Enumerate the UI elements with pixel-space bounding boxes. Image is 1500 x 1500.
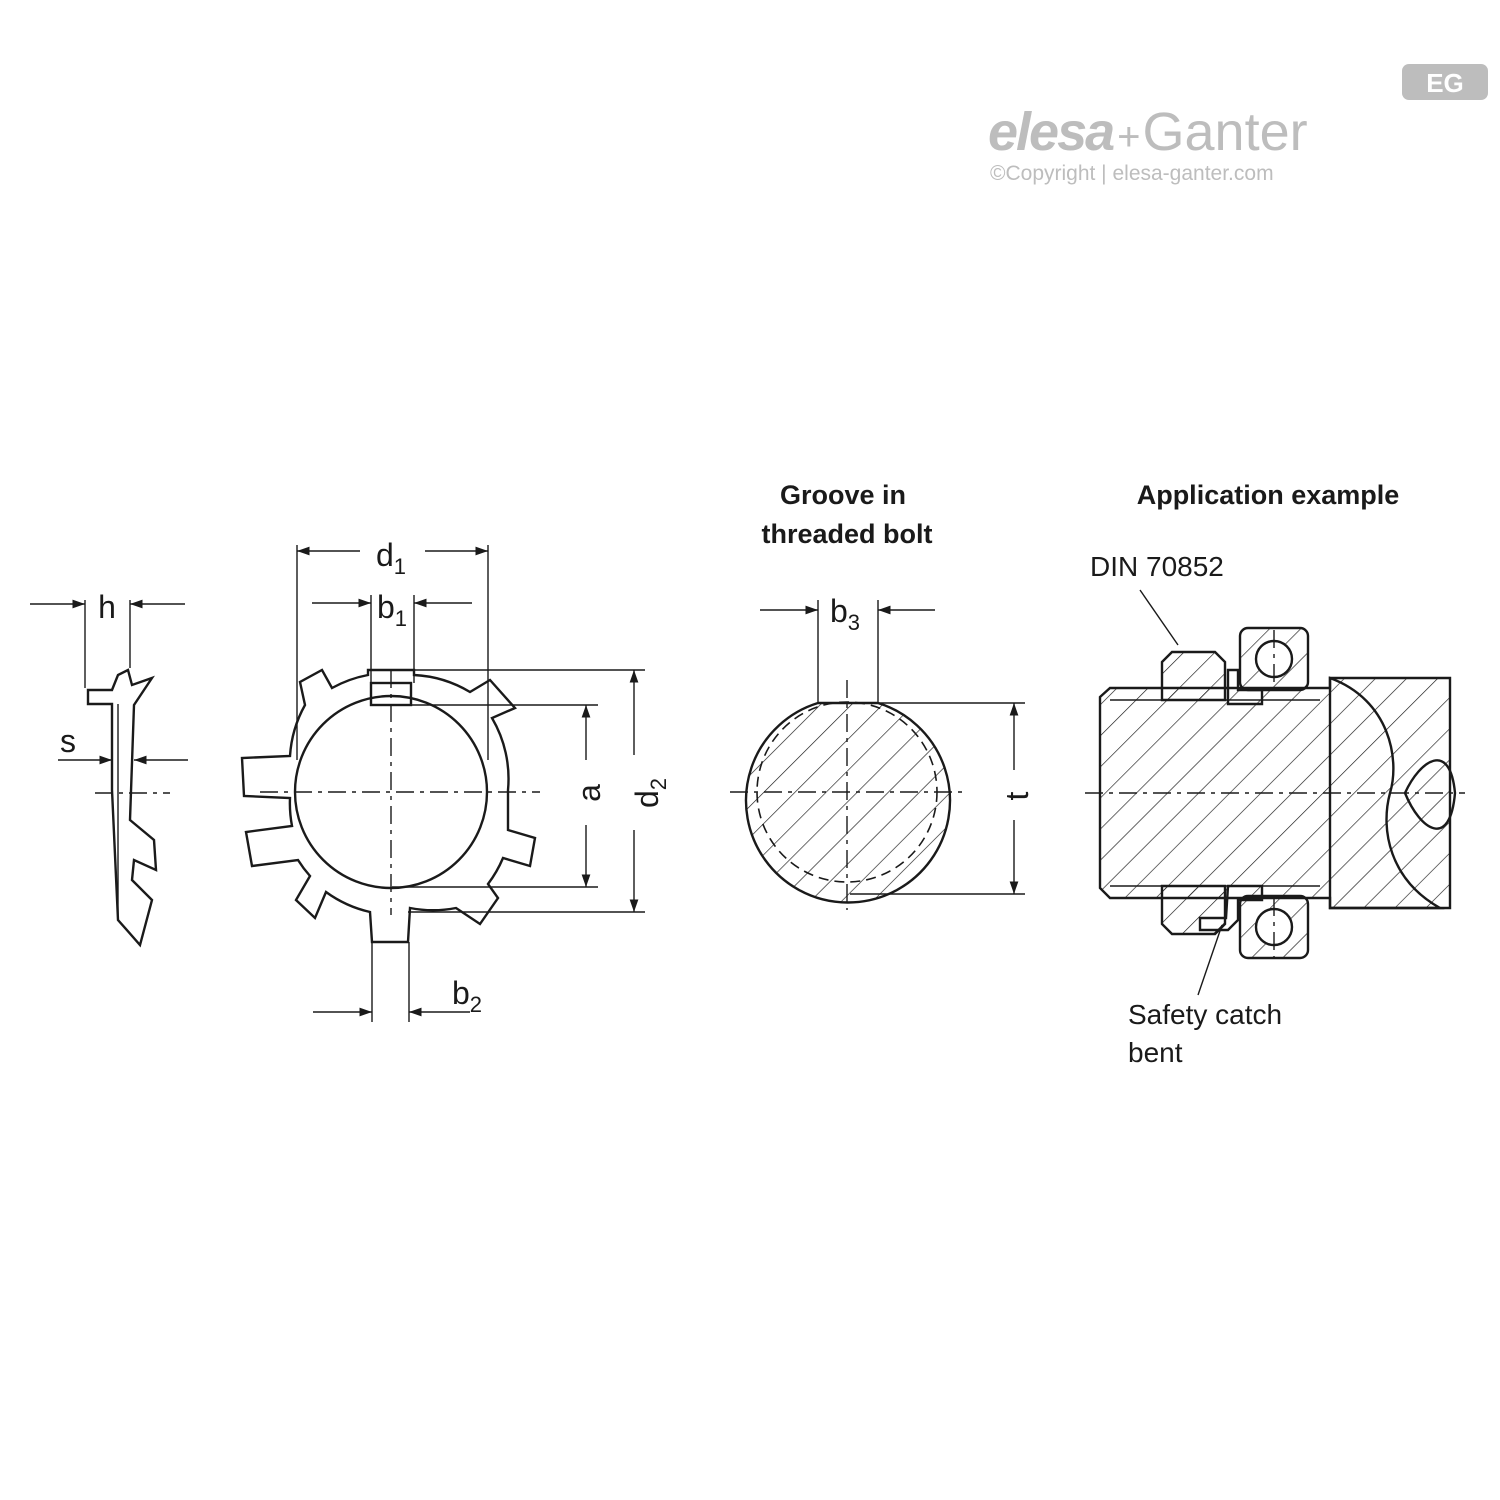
d1-symbol: d bbox=[376, 537, 394, 573]
d1-label: d1 bbox=[376, 537, 406, 579]
washer-inner-bore bbox=[293, 694, 489, 890]
shaft-break-end bbox=[1403, 759, 1457, 830]
b3-subscript: 3 bbox=[848, 610, 860, 635]
application-title: Application example bbox=[1137, 480, 1400, 510]
d2-label: d2 bbox=[629, 778, 671, 808]
h-label: h bbox=[98, 589, 116, 625]
b2-symbol: b bbox=[452, 975, 470, 1011]
d1-subscript: 1 bbox=[394, 554, 406, 579]
application-view: Application example DIN 70852 Safety cat… bbox=[1085, 480, 1465, 1068]
t-label: t bbox=[999, 791, 1035, 800]
din-label: DIN 70852 bbox=[1090, 551, 1224, 582]
safety-catch-line1: Safety catch bbox=[1128, 999, 1282, 1030]
safety-catch-leader-line bbox=[1197, 924, 1223, 996]
elesa-ganter-logo: EG elesa+Ganter ©Copyright | elesa-gante… bbox=[988, 64, 1488, 185]
b1-label: b1 bbox=[377, 589, 407, 631]
b3-label: b3 bbox=[830, 593, 860, 635]
b1-symbol: b bbox=[377, 589, 395, 625]
groove-title-line2: threaded bolt bbox=[761, 519, 932, 549]
washer-bottom bbox=[1198, 884, 1264, 932]
nut-bottom bbox=[1160, 884, 1227, 936]
b2-subscript: 2 bbox=[470, 992, 482, 1017]
bolt-section bbox=[744, 701, 952, 904]
b2-label: b2 bbox=[452, 975, 482, 1017]
d2-symbol: d bbox=[629, 790, 665, 808]
logo-wordmark: elesa+Ganter bbox=[988, 102, 1308, 162]
groove-title-line1: Groove in bbox=[780, 480, 906, 510]
logo-plus: + bbox=[1117, 115, 1140, 159]
eg-badge: EG bbox=[1402, 64, 1488, 100]
groove-view: Groove in threaded bolt b3 t bbox=[730, 480, 1035, 910]
logo-elesa: elesa bbox=[988, 102, 1114, 162]
a-label: a bbox=[571, 784, 607, 802]
washer-profile bbox=[86, 668, 158, 948]
side-view: h s bbox=[30, 589, 188, 948]
logo-ganter: Ganter bbox=[1143, 102, 1308, 162]
shaft-break bbox=[1328, 676, 1445, 910]
b1-subscript: 1 bbox=[395, 606, 407, 631]
front-view: d1 b1 a d2 b2 bbox=[240, 537, 671, 1022]
s-label: s bbox=[60, 723, 76, 759]
safety-catch-line2: bent bbox=[1128, 1037, 1183, 1068]
din-leader-line bbox=[1139, 589, 1179, 646]
washer-outline-with-tabs bbox=[240, 668, 537, 944]
nut-top bbox=[1160, 650, 1227, 702]
eg-badge-text: EG bbox=[1426, 68, 1464, 98]
logo-copyright: ©Copyright | elesa-ganter.com bbox=[990, 162, 1274, 185]
b3-symbol: b bbox=[830, 593, 848, 629]
d2-subscript: 2 bbox=[646, 778, 671, 790]
